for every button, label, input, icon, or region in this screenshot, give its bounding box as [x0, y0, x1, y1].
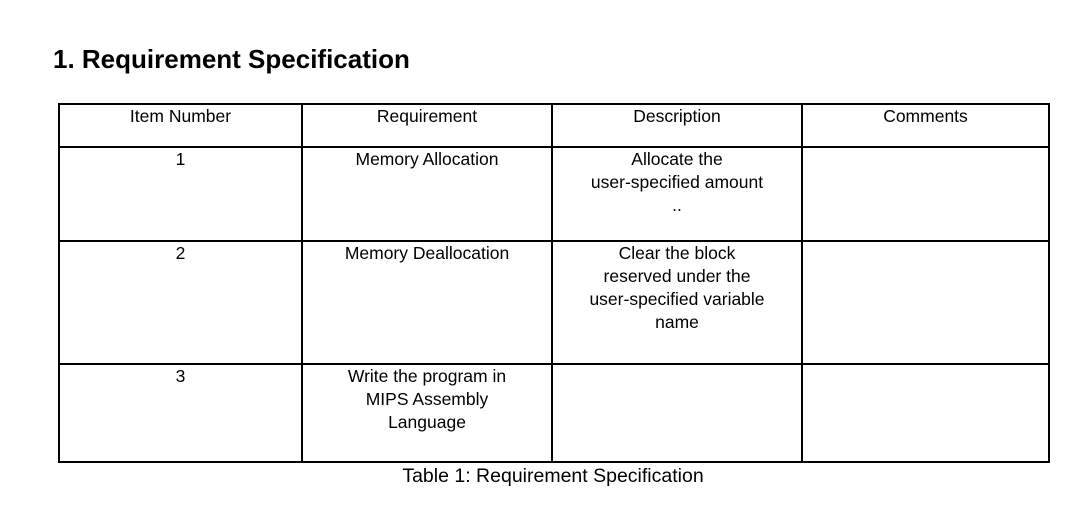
cell-value: Memory Allocation	[355, 149, 499, 169]
cell-value: Write the program in MIPS Assembly Langu…	[347, 366, 507, 433]
column-header-item-number: Item Number	[58, 103, 303, 148]
cell-value: Allocate the user-specified amount ..	[590, 149, 764, 216]
cell-value: 2	[175, 243, 186, 263]
column-header-requirement: Requirement	[301, 103, 553, 148]
table-row: 3 Write the program in MIPS Assembly Lan…	[58, 363, 1050, 463]
cell-value: 1	[175, 149, 186, 169]
page-title: 1. Requirement Specification	[53, 44, 410, 75]
cell-description: Allocate the user-specified amount ..	[551, 146, 803, 242]
cell-description: Clear the block reserved under the user-…	[551, 240, 803, 365]
requirement-table-container: Item Number Requirement Description Comm…	[58, 103, 1050, 463]
cell-value: 3	[175, 366, 186, 386]
cell-description	[551, 363, 803, 463]
cell-value: Memory Deallocation	[344, 243, 510, 263]
cell-comments	[801, 240, 1050, 365]
cell-value: Clear the block reserved under the user-…	[589, 243, 765, 333]
table-caption: Table 1: Requirement Specification	[402, 465, 704, 487]
column-header-comments: Comments	[801, 103, 1050, 148]
table-header-row: Item Number Requirement Description Comm…	[58, 103, 1050, 148]
cell-comments	[801, 363, 1050, 463]
cell-requirement: Memory Allocation	[301, 146, 553, 242]
cell-item-number: 3	[58, 363, 303, 463]
cell-item-number: 1	[58, 146, 303, 242]
cell-comments	[801, 146, 1050, 242]
table-row: 2 Memory Deallocation Clear the block re…	[58, 240, 1050, 365]
cell-item-number: 2	[58, 240, 303, 365]
cell-requirement: Write the program in MIPS Assembly Langu…	[301, 363, 553, 463]
requirement-table: Item Number Requirement Description Comm…	[58, 103, 1050, 463]
table-row: 1 Memory Allocation Allocate the user-sp…	[58, 146, 1050, 242]
cell-requirement: Memory Deallocation	[301, 240, 553, 365]
column-header-description: Description	[551, 103, 803, 148]
